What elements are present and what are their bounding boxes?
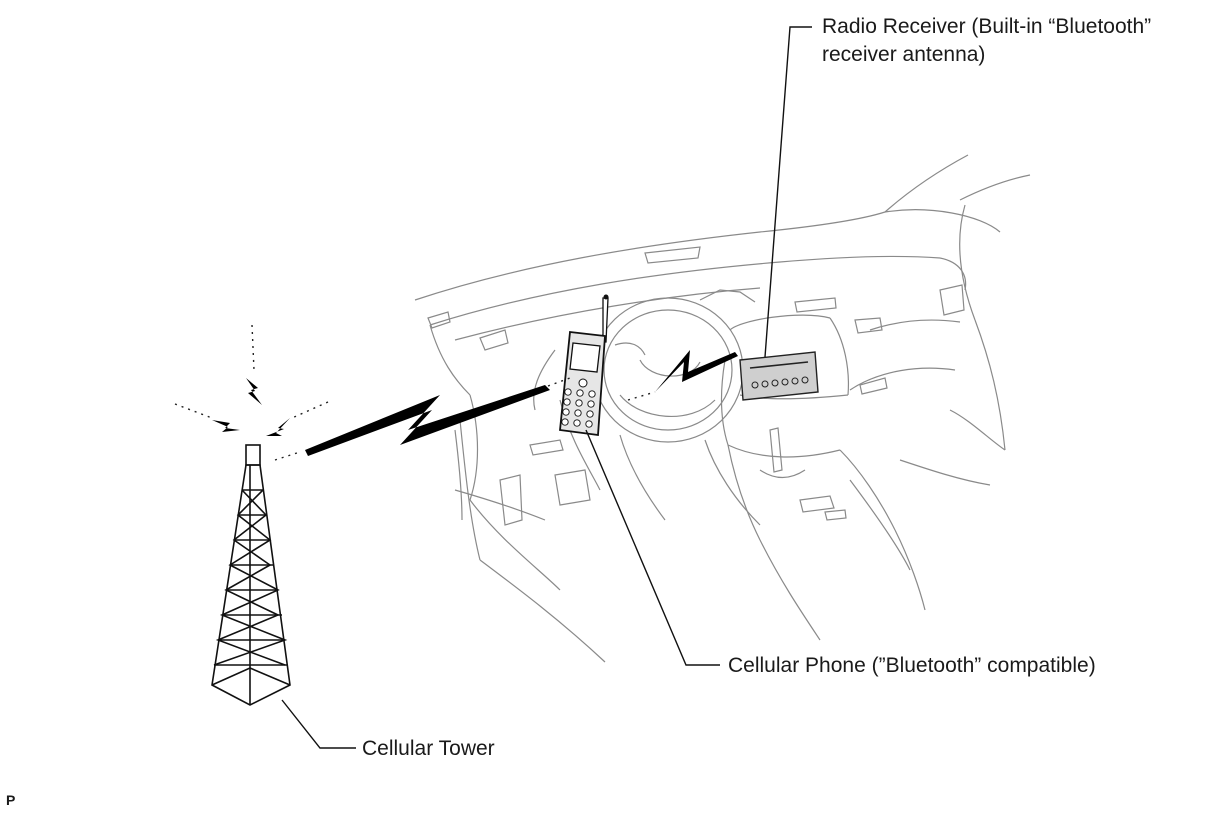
corner-mark: P	[6, 792, 16, 808]
car-interior-illustration	[414, 154, 1031, 663]
cellular-tower	[211, 444, 291, 706]
tower-emission	[174, 324, 329, 436]
cellular-signal-bolt	[305, 385, 550, 456]
radio-receiver-leader	[764, 26, 812, 358]
radio-receiver-label-line2: receiver antenna)	[822, 43, 986, 66]
bluetooth-signal-bolt	[655, 350, 738, 392]
cellular-phone-label: Cellular Phone (”Bluetooth” compatible)	[728, 654, 1096, 677]
radio-receiver-unit	[739, 351, 819, 401]
wireless-signals	[274, 350, 738, 461]
cellular-phone	[559, 294, 609, 437]
radio-receiver-label-line1: Radio Receiver (Built-in “Bluetooth”	[822, 15, 1152, 38]
cellular-tower-label: Cellular Tower	[362, 737, 495, 760]
cellular-phone-leader	[585, 429, 720, 666]
leader-lines	[281, 26, 812, 749]
cellular-tower-leader	[281, 699, 356, 749]
